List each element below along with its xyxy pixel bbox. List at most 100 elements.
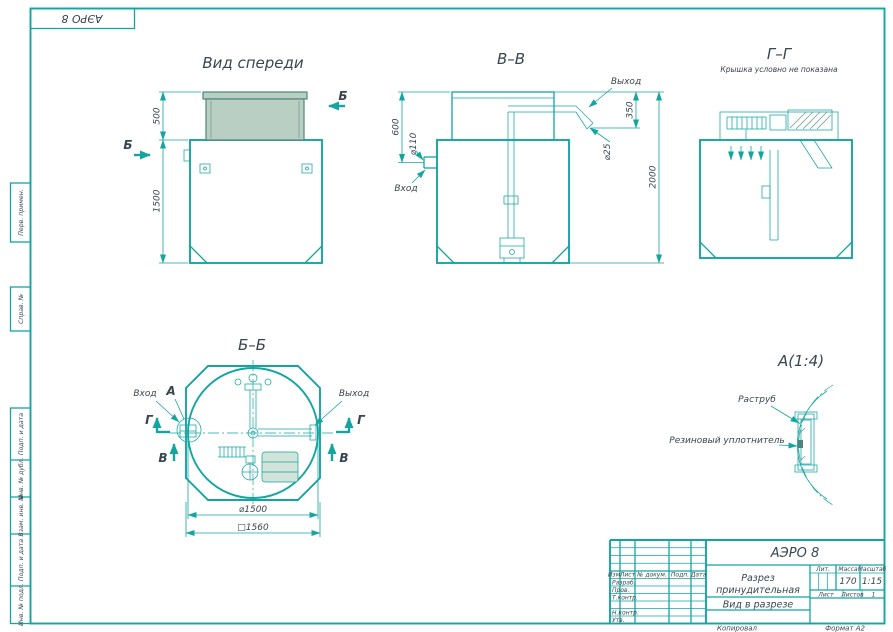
tb-role-tkontr: Т.контр. (612, 595, 638, 602)
bb-marker-g-left: Г (145, 413, 170, 434)
view-section-gg: Г–Г Крышка условно не показана (699, 45, 853, 259)
svg-text:□1560: □1560 (237, 523, 269, 533)
tb-sheets-value: 1 (872, 592, 876, 599)
front-dim-1500: 1500 (153, 139, 188, 264)
svg-text:Г: Г (357, 413, 366, 427)
front-dim-500: 500 (153, 91, 201, 141)
tb-scale-value: 1:15 (862, 577, 882, 587)
svg-text:2000: 2000 (649, 165, 659, 188)
svg-text:⌀1500: ⌀1500 (239, 505, 268, 515)
view-front: Вид спереди 500 1500 Б (123, 54, 348, 264)
tb-mass-value: 170 (839, 577, 856, 587)
side-label-vzam-inv: Взам. инв. № (18, 494, 25, 536)
view-front-title: Вид спереди (202, 54, 304, 72)
view-bb-title: Б–Б (238, 336, 266, 354)
bb-inlet (176, 417, 202, 443)
vv-dim-d25: ⌀25 (589, 127, 613, 160)
vv-outlet-label: Выход (611, 77, 641, 87)
tb-col-list: Лист (619, 572, 636, 579)
svg-text:1500: 1500 (153, 189, 163, 212)
footer-copied-label: Копировал (717, 625, 758, 632)
svg-text:⌀110: ⌀110 (409, 132, 419, 155)
gg-diffuser-manifold (726, 116, 767, 140)
bb-marker-v-right: В (327, 443, 349, 465)
tb-col-data: Дата (690, 572, 707, 579)
svg-text:350: 350 (626, 101, 636, 118)
tb-col-izm: Изм. (608, 572, 622, 579)
svg-text:В: В (158, 451, 167, 465)
bb-internal-piping (234, 373, 317, 441)
front-tank-body (189, 139, 323, 264)
front-section-marker-b-left: Б (123, 138, 151, 160)
view-detail-a: А(1:4) Раструб Резиновый уплотнитель (669, 352, 834, 506)
bb-dim-sq1560: □1560 (185, 502, 321, 537)
vv-dim-d110: ⌀110 (409, 132, 424, 161)
svg-text:В: В (339, 451, 348, 465)
bb-equipment (218, 446, 299, 483)
view-section-bb: Б–Б А Вход Выход (133, 336, 369, 537)
view-vv-title: В–В (497, 50, 525, 68)
vv-lid (451, 91, 555, 141)
tb-view-label: Вид в разрезе (723, 600, 794, 611)
side-label-inv-dubl: Инв. № дубл. (17, 457, 25, 499)
tb-lit-label: Лит. (815, 566, 830, 573)
corner-stamp-text: АЭРО 8 (62, 12, 104, 25)
tb-role-razrab: Разраб. (612, 580, 636, 587)
side-label-podp-data-1: Подп. и дата (18, 413, 25, 455)
tb-sheet-label: Лист (817, 592, 834, 599)
view-gg-note: Крышка условно не показана (720, 65, 838, 74)
gg-airlift-pipe (761, 150, 779, 241)
front-section-marker-b-right: Б (328, 89, 348, 111)
front-lid-rim (202, 91, 308, 100)
vv-inlet-label: Вход (394, 184, 417, 194)
side-label-perv-primen: Перв. примен. (18, 189, 25, 235)
svg-text:500: 500 (153, 107, 163, 124)
tb-scale-label: Масштаб (858, 566, 887, 573)
view-section-vv: В–В Вход (392, 50, 664, 264)
tb-role-prov: Пров. (612, 587, 630, 594)
tb-col-podp: Подп. (671, 572, 689, 579)
footer-format-label: Формат А2 (825, 625, 865, 632)
vv-dim-350: 350 (554, 91, 664, 129)
vv-tank-body (436, 139, 570, 264)
detail-a-seal-label: Резиновый уплотнитель (669, 436, 784, 446)
bb-detail-a-marker: А (165, 384, 175, 398)
tb-role-utv: Утв. (612, 617, 625, 624)
title-block: АЭРО 8 Разрез принудительная Вид в разре… (608, 539, 887, 624)
bb-inlet-label: Вход (133, 389, 156, 399)
svg-text:600: 600 (392, 118, 402, 135)
front-lid (205, 98, 305, 141)
tb-name-line1: Разрез (741, 573, 775, 584)
sheet-frame (9, 7, 886, 625)
bb-outlet-label: Выход (339, 389, 369, 399)
detail-a-wall-arc (798, 384, 834, 506)
view-gg-title: Г–Г (767, 45, 793, 63)
side-column-labels: Перв. примен. Справ. № Подп. и дата Инв.… (17, 189, 25, 626)
bb-marker-g-right: Г (336, 413, 366, 434)
svg-text:Б: Б (123, 138, 132, 152)
gg-top-platform (719, 111, 839, 141)
tb-sheets-label: Листов (840, 592, 864, 599)
tb-name-line2: принудительная (716, 585, 800, 596)
svg-text:⌀25: ⌀25 (603, 143, 613, 160)
gg-blower-hatched (787, 109, 833, 131)
gg-chute (799, 139, 833, 169)
bb-dim-d1500: ⌀1500 (187, 438, 319, 519)
detail-a-title: А(1:4) (777, 352, 824, 370)
side-label-inv-podl: Инв. № подл. (18, 583, 25, 626)
tb-designation: АЭРО 8 (770, 546, 819, 561)
vv-riser-pump (499, 112, 525, 263)
detail-a-socket-label: Раструб (738, 395, 776, 405)
side-label-podp-data-2: Подп. и дата (18, 539, 25, 581)
vv-dim-600: 600 (392, 91, 450, 163)
tb-mass-label: Масса (838, 566, 857, 573)
side-label-sprav-no: Справ. № (18, 294, 25, 324)
tb-role-nkontr: Н.контр. (612, 610, 639, 617)
vv-outlet-pipe (508, 105, 594, 130)
tb-col-doc: № докум. (636, 572, 667, 579)
vv-dim-2000: 2000 (569, 91, 664, 264)
detail-a-socket (794, 411, 818, 473)
vv-inlet-pipe (423, 156, 437, 169)
gg-air-arrows (728, 146, 764, 161)
